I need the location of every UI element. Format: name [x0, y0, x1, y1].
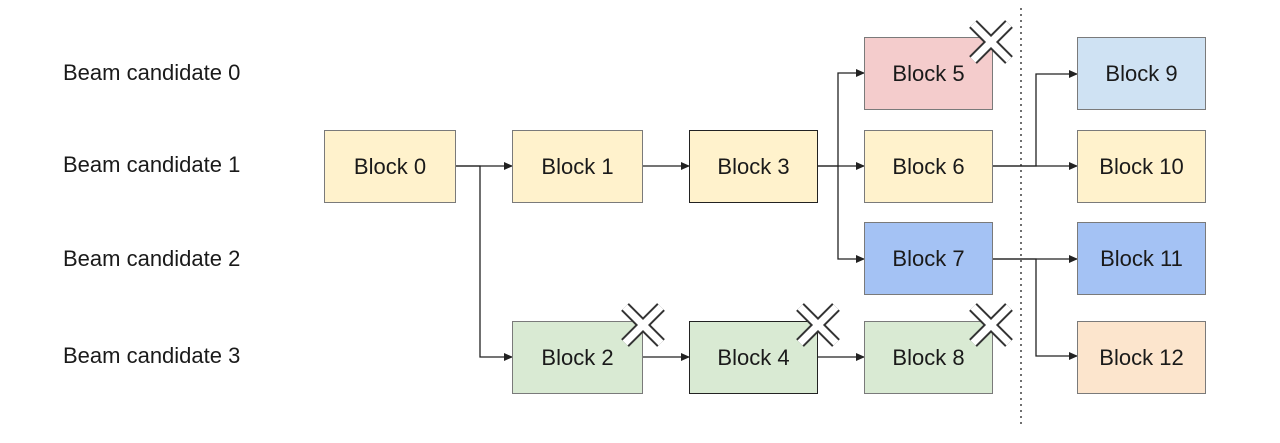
- block-label: Block 10: [1099, 153, 1184, 179]
- block-label: Block 9: [1105, 60, 1178, 86]
- block-label: Block 8: [892, 344, 965, 370]
- block-label: Block 11: [1100, 245, 1183, 271]
- block-label: Block 12: [1099, 344, 1184, 370]
- block-label: Block 6: [892, 153, 965, 179]
- block-1: Block 1: [512, 130, 643, 203]
- row-label-beam-candidate-3: Beam candidate 3: [63, 343, 241, 368]
- block-4: Block 4: [689, 321, 818, 394]
- block-2: Block 2: [512, 321, 643, 394]
- block-6: Block 6: [864, 130, 993, 203]
- block-label: Block 1: [541, 153, 614, 179]
- block-10: Block 10: [1077, 130, 1206, 203]
- edge-block7-block12: [993, 258, 1078, 360]
- block-7: Block 7: [864, 222, 993, 295]
- edge-block3-block5: [818, 69, 865, 167]
- block-11: Block 11: [1077, 222, 1206, 295]
- row-label-beam-candidate-2: Beam candidate 2: [63, 246, 241, 271]
- pruned-x-icon-block-5: [969, 20, 1013, 64]
- edge-block3-block7: [837, 166, 865, 263]
- row-label-beam-candidate-1: Beam candidate 1: [63, 152, 241, 177]
- edge-block6-block9: [993, 70, 1078, 167]
- block-8: Block 8: [864, 321, 993, 394]
- block-0: Block 0: [324, 130, 456, 203]
- block-label: Block 5: [892, 60, 965, 86]
- row-label-beam-candidate-0: Beam candidate 0: [63, 60, 241, 85]
- pruned-x-icon-block-8: [969, 303, 1013, 347]
- block-label: Block 0: [353, 153, 427, 179]
- block-label: Block 4: [717, 344, 790, 370]
- block-9: Block 9: [1077, 37, 1206, 110]
- block-12: Block 12: [1077, 321, 1206, 394]
- block-5: Block 5: [864, 37, 993, 110]
- block-label: Block 2: [541, 344, 614, 370]
- edge-block0-block2: [456, 165, 513, 361]
- pruned-x-icon-block-2: [621, 303, 665, 347]
- block-label: Block 3: [717, 153, 790, 179]
- block-label: Block 7: [892, 245, 965, 271]
- block-3: Block 3: [689, 130, 818, 203]
- pruned-x-icon-block-4: [796, 303, 840, 347]
